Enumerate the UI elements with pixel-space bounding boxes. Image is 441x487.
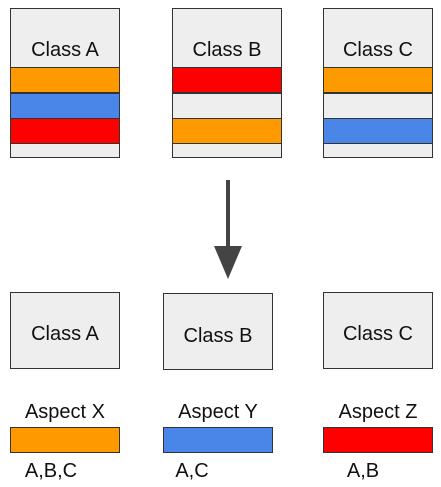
top-class-b-band-1 <box>173 67 281 93</box>
aspect-x-label: Aspect X <box>24 401 106 423</box>
aspect-z-classes: A,B <box>346 460 380 482</box>
aspect-y-classes: A,C <box>175 460 209 482</box>
bottom-class-c-label: Class C <box>342 323 413 345</box>
bottom-class-a-box: Class A <box>10 292 120 369</box>
bottom-class-c-box: Class C <box>323 292 433 369</box>
aspect-x-classes: A,B,C <box>24 460 78 482</box>
aspect-z-label: Aspect Z <box>338 401 418 423</box>
top-class-c-label: Class C <box>342 39 413 61</box>
top-class-a-band-1 <box>11 67 119 93</box>
aspect-z-bar <box>323 427 433 453</box>
aspect-x-bar <box>10 427 120 453</box>
top-class-c-box: Class C <box>323 8 433 158</box>
top-class-b-band-4 <box>173 143 281 158</box>
aspect-y-bar <box>163 427 273 453</box>
bottom-class-b-box: Class B <box>163 293 273 370</box>
top-class-b-box: Class B <box>172 8 282 158</box>
top-class-c-band-4 <box>324 143 432 158</box>
top-class-c-band-1 <box>324 67 432 93</box>
bottom-class-b-label: Class B <box>183 325 253 347</box>
arrow-head <box>214 246 242 279</box>
top-class-a-label: Class A <box>31 39 99 61</box>
top-class-a-band-4 <box>11 143 119 158</box>
top-class-b-label: Class B <box>192 39 262 61</box>
aspect-y-label: Aspect Y <box>178 401 258 423</box>
bottom-class-a-label: Class A <box>31 323 99 345</box>
top-class-a-band-3 <box>11 118 119 144</box>
top-class-a-box: Class A <box>10 8 120 158</box>
